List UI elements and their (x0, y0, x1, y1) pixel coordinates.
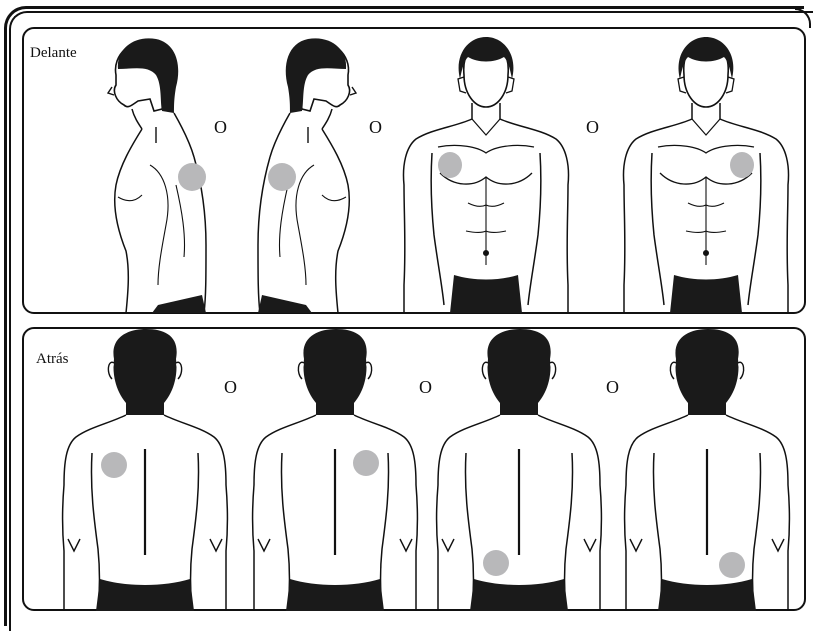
placement-marker (730, 152, 754, 178)
placement-marker (178, 163, 206, 191)
front-view-figure-1 (398, 35, 574, 313)
back-view-figure-4 (618, 329, 794, 611)
placement-marker (438, 152, 462, 178)
or-separator: O (369, 117, 382, 138)
back-view-figure-2 (246, 329, 422, 611)
side-view-figure-right (252, 35, 362, 313)
back-view-figure-1 (56, 329, 232, 611)
side-view-figure-left (102, 35, 212, 313)
placement-marker (268, 163, 296, 191)
back-panel: Atrás O O O (22, 327, 806, 611)
or-separator: O (214, 117, 227, 138)
front-label: Delante (28, 45, 79, 62)
back-view-figure-3 (430, 329, 606, 611)
placement-marker (483, 550, 509, 576)
or-separator: O (586, 117, 599, 138)
front-view-figure-2 (618, 35, 794, 313)
placement-marker (719, 552, 745, 578)
front-panel: Delante O O (22, 27, 806, 314)
placement-marker (101, 452, 127, 478)
placement-marker (353, 450, 379, 476)
or-separator: O (224, 377, 237, 398)
